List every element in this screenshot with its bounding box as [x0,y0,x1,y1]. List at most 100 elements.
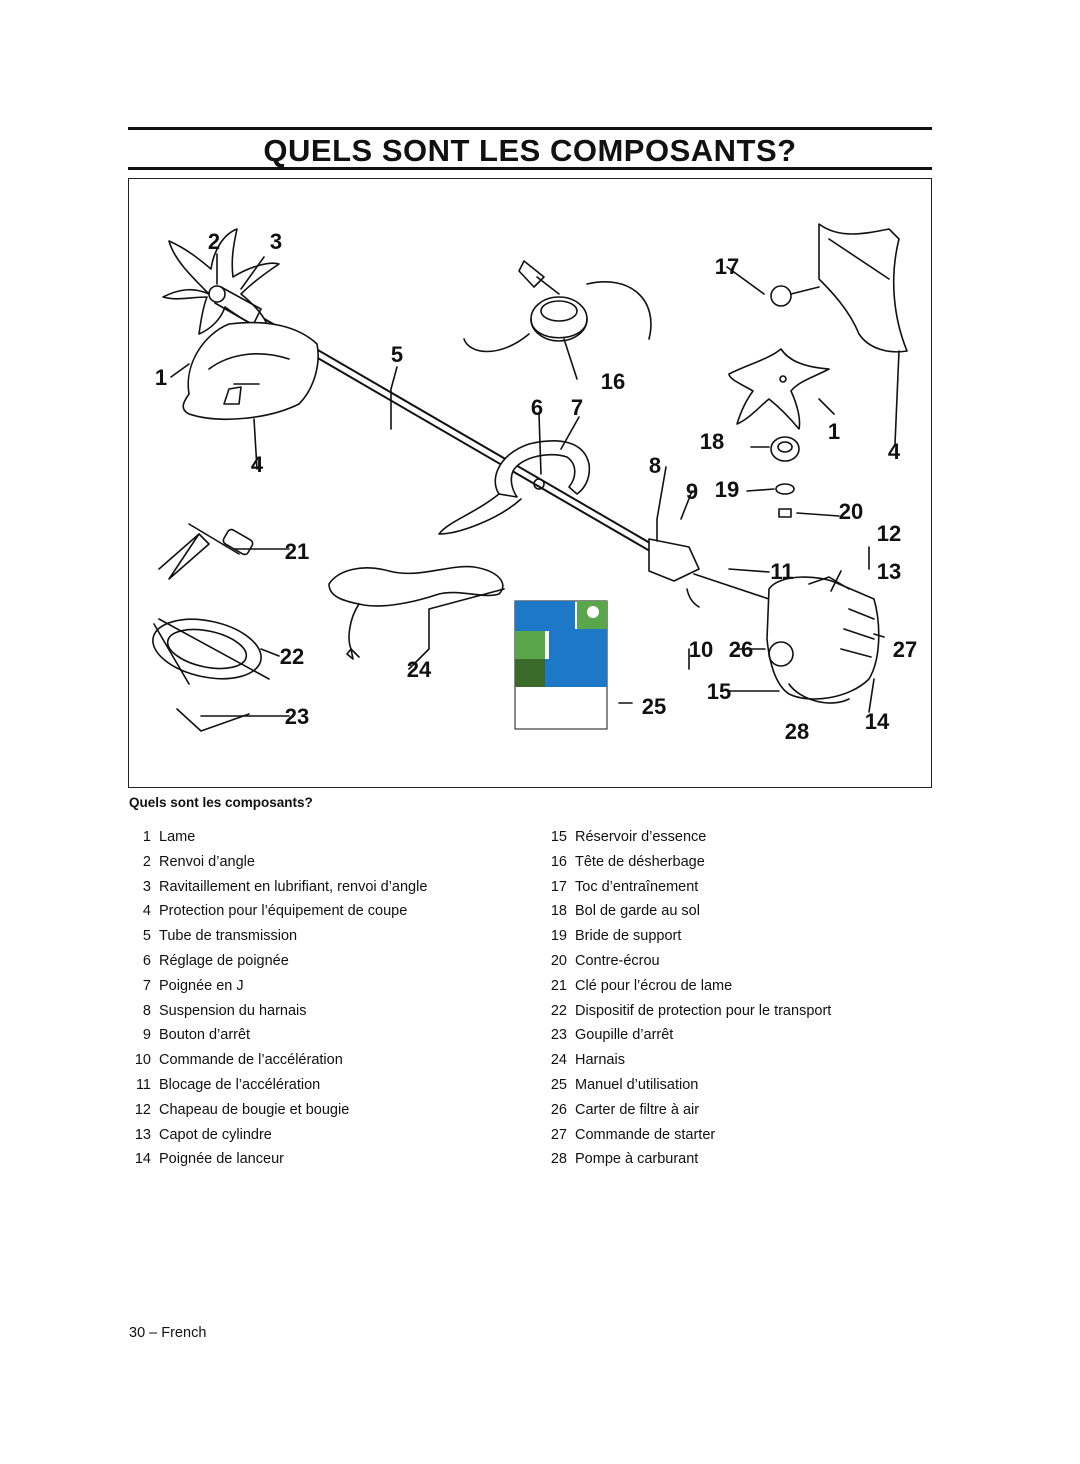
part-label: Goupille d’arrêt [575,1027,674,1044]
callout-1: 1 [155,365,167,390]
part-number: 17 [550,878,567,895]
part-label: Blocage de l’accélération [159,1076,321,1093]
callout-9: 9 [686,479,698,504]
part-number: 2 [142,853,151,870]
part-label: Suspension du harnais [159,1002,307,1019]
part-number: 7 [142,977,151,994]
callout-6: 6 [531,395,543,420]
part-number: 24 [550,1052,567,1069]
list-item: 20 Contre-écrou [543,949,831,974]
part-number: 9 [142,1027,151,1044]
part-number: 14 [134,1151,151,1168]
components-illustration: 2 3 17 5 1 16 6 7 1 18 4 4 8 9 19 20 12 … [152,223,917,744]
part-number: 10 [134,1052,151,1069]
title-underline [128,167,932,170]
part-number: 6 [142,952,151,969]
part-number: 26 [550,1101,567,1118]
part-label: Bride de support [575,928,682,945]
callout-12: 12 [877,521,901,546]
part-number: 21 [550,977,567,994]
callout-8: 8 [649,453,661,478]
part-number: 22 [550,1002,567,1019]
list-item: 12 Chapeau de bougie et bougie [127,1098,427,1123]
callout-17: 17 [715,254,739,279]
figure-caption: Quels sont les composants? [129,795,313,810]
part-number: 25 [550,1076,567,1093]
callout-21: 21 [285,539,309,564]
callout-1b: 1 [828,419,840,444]
list-item: 9 Bouton d’arrêt [127,1023,427,1048]
callout-7: 7 [571,395,583,420]
list-item: 5 Tube de transmission [127,924,427,949]
part-number: 13 [134,1126,151,1143]
list-item: 27 Commande de starter [543,1123,831,1148]
part-label: Carter de filtre à air [575,1101,700,1118]
list-item: 6 Réglage de poignée [127,949,427,974]
part-label: Réservoir d’essence [575,829,707,845]
part-label: Ravitaillement en lubrifiant, renvoi d’a… [159,878,428,895]
part-label: Pompe à carburant [575,1151,699,1168]
part-label: Manuel d’utilisation [575,1076,699,1093]
callout-2: 2 [208,229,220,254]
list-item: 4 Protection pour l’équipement de coupe [127,899,427,924]
part-number: 20 [550,952,567,969]
part-number: 5 [142,928,151,945]
part-number: 19 [550,928,567,945]
callout-27: 27 [893,637,917,662]
callout-16: 16 [601,369,625,394]
callout-15: 15 [707,679,731,704]
part-label: Commande de starter [575,1126,716,1143]
part-number: 12 [134,1101,151,1118]
part-number: 11 [135,1076,151,1093]
part-label: Poignée en J [159,977,244,994]
page-title: QUELS SONT LES COMPOSANTS? [263,133,797,168]
part-label: Dispositif de protection pour le transpo… [575,1002,832,1019]
callout-24: 24 [407,657,432,682]
part-label: Harnais [575,1052,625,1069]
part-label: Tube de transmission [159,928,298,945]
callout-3: 3 [270,229,282,254]
callout-11: 11 [770,559,793,584]
callout-18: 18 [700,429,724,454]
list-item: 24 Harnais [543,1048,831,1073]
callout-23: 23 [285,704,309,729]
part-label: Bouton d’arrêt [159,1027,251,1044]
page-footer: 30 – French [129,1325,207,1341]
callout-10: 10 [689,637,713,662]
part-number: 15 [550,829,567,845]
part-label: Capot de cylindre [159,1126,272,1143]
part-label: Toc d’entraînement [575,878,699,895]
part-label: Réglage de poignée [159,952,289,969]
list-item: 26 Carter de filtre à air [543,1098,831,1123]
callout-19: 19 [715,477,739,502]
callout-25: 25 [642,694,666,719]
part-label: Chapeau de bougie et bougie [159,1101,350,1118]
callout-20: 20 [839,499,863,524]
list-item: 22 Dispositif de protection pour le trans… [543,999,831,1024]
components-figure: 2 3 17 5 1 16 6 7 1 18 4 4 8 9 19 20 12 … [128,178,932,788]
part-number: 18 [550,903,567,920]
part-label: Protection pour l’équipement de coupe [159,903,408,920]
part-number: 16 [550,853,567,870]
callout-4b: 4 [251,452,264,477]
list-item: 11 Blocage de l’accélération [127,1073,427,1098]
part-number: 3 [142,878,151,895]
callout-13: 13 [877,559,901,584]
part-number: 4 [142,903,151,920]
part-label: Clé pour l’écrou de lame [575,977,733,994]
list-item: 3 Ravitaillement en lubrifiant, renvoi d’… [127,875,427,900]
part-label: Bol de garde au sol [575,903,700,920]
part-label: Contre-écrou [575,952,660,969]
part-number: 27 [550,1126,567,1143]
list-item: 7 Poignée en J [127,974,427,999]
callout-26: 26 [729,637,753,662]
